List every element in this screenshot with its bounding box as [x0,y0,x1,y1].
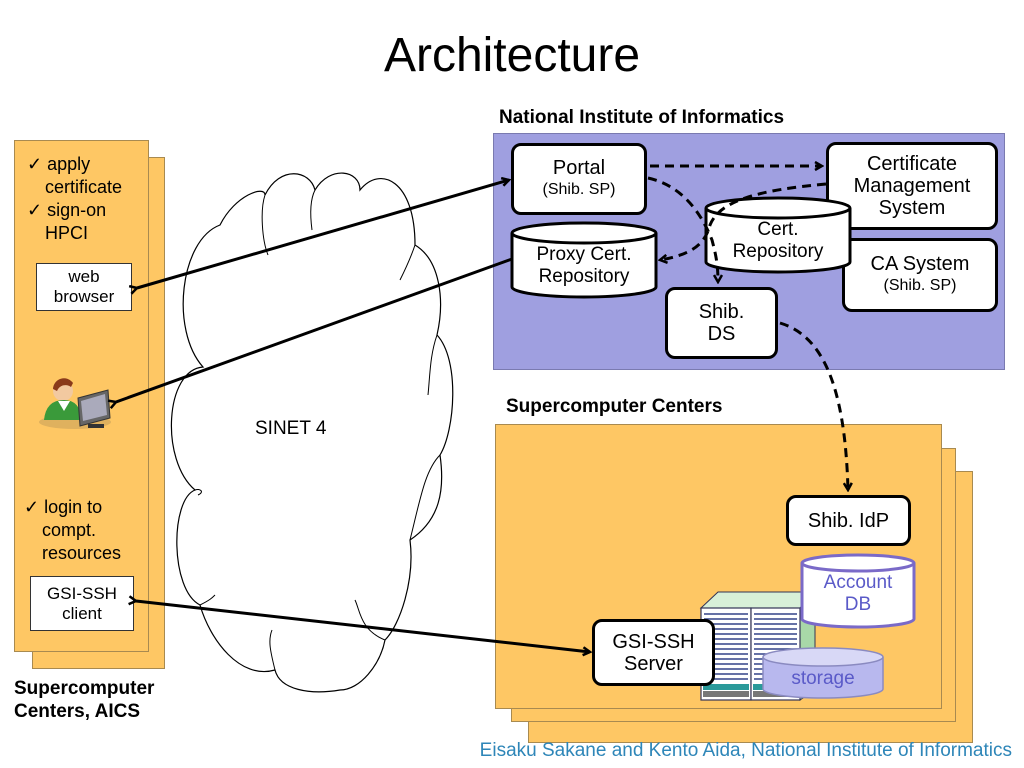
task-item: ✓ login to compt. resources [24,497,122,563]
arrow-proxy-user [116,257,513,402]
sinet-label: SINET 4 [255,418,327,439]
client-tasks-top: ✓ apply certificate ✓ sign-on HPCI [27,153,145,245]
shib-idp-box: Shib. IdP [786,495,911,546]
check-icon: ✓ [24,497,40,517]
nii-label: National Institute of Informatics [499,107,785,128]
portal-box: Portal (Shib. SP) [511,143,647,215]
cert-mgmt-box: Certificate Management System [826,142,998,230]
account-db-label: Account DB [823,572,893,615]
check-icon: ✓ [27,154,43,174]
task-item: ✓ apply certificate [27,154,123,197]
slide-footer: Eisaku Sakane and Kento Aida, National I… [479,740,1012,761]
web-browser-box: web browser [36,263,132,311]
client-site-label: Supercomputer Centers, AICS [14,678,155,722]
gsi-ssh-client-box: GSI-SSH client [30,576,134,631]
slide-title: Architecture [383,29,641,82]
cert-repo-label: Cert. Repository [732,219,824,262]
shib-ds-box: Shib. DS [665,287,778,359]
gsi-ssh-server-box: GSI-SSH Server [592,619,715,686]
ca-system-box: CA System (Shib. SP) [842,238,998,312]
task-item: ✓ sign-on HPCI [27,200,107,243]
centers-label: Supercomputer Centers [506,396,723,417]
client-tasks-bottom: ✓ login to compt. resources [24,496,142,565]
check-icon: ✓ [27,200,43,220]
arrow-portal-browser [137,180,509,288]
proxy-cert-repo-label: Proxy Cert. Repository [536,244,632,287]
storage-label: storage [791,668,855,689]
